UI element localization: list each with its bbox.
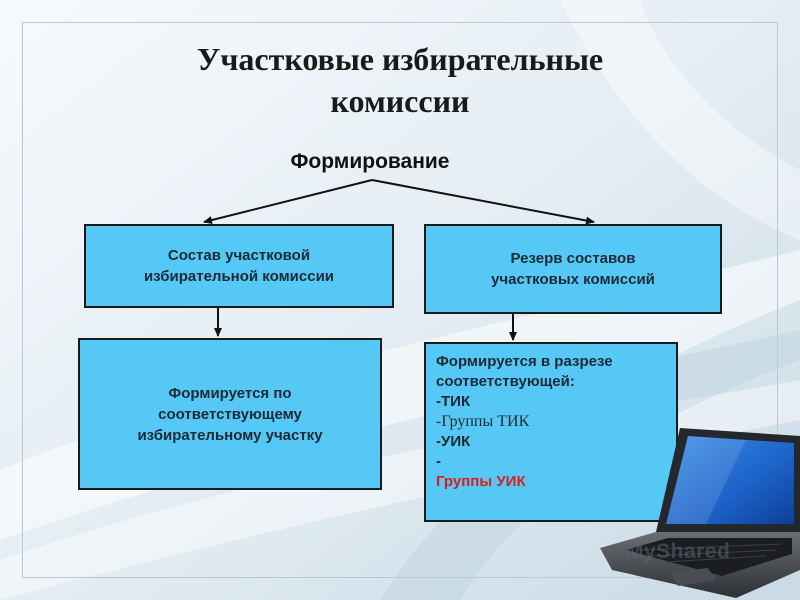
list-item-tik-groups: -Группы ТИК xyxy=(436,413,530,430)
context-header-line-1: Формируется в разрезе xyxy=(436,353,613,370)
composition-line-1: Состав участковой xyxy=(167,247,311,264)
slide-frame xyxy=(22,22,778,578)
formed-in-context-box: Формируется в разрезе соответствующей: -… xyxy=(424,342,678,522)
watermark: MyShared xyxy=(626,540,731,563)
reserve-box: Резерв составов участковых комиссий xyxy=(424,224,722,314)
laptop-illustration xyxy=(600,428,800,598)
context-header-line-2: соответствующей: xyxy=(436,373,575,390)
precinct-line-3: избирательному участку xyxy=(137,426,323,444)
list-item-tik: -ТИК xyxy=(436,393,471,410)
title-line-2: комиссии xyxy=(330,83,470,119)
list-item-uik-groups: - Группы УИК xyxy=(436,452,666,492)
formation-heading: Формирование xyxy=(290,150,450,173)
uik-groups-dash: - xyxy=(436,453,441,470)
title-line-1: Участковые избирательные xyxy=(196,41,604,77)
precinct-line-2: соответствующему xyxy=(158,405,302,423)
slide-title: Участковые избирательные комиссии xyxy=(100,38,700,122)
uik-groups-text: Группы УИК xyxy=(436,473,526,490)
composition-box: Состав участковой избирательной комиссии xyxy=(84,224,394,308)
formed-by-precinct-box: Формируется по соответствующему избирате… xyxy=(78,338,382,490)
list-item-uik: -УИК xyxy=(436,433,471,450)
precinct-line-1: Формируется по xyxy=(168,384,292,402)
reserve-line-1: Резерв составов xyxy=(510,250,636,267)
composition-line-2: избирательной комиссии xyxy=(143,268,335,285)
reserve-line-2: участковых комиссий xyxy=(491,271,655,288)
